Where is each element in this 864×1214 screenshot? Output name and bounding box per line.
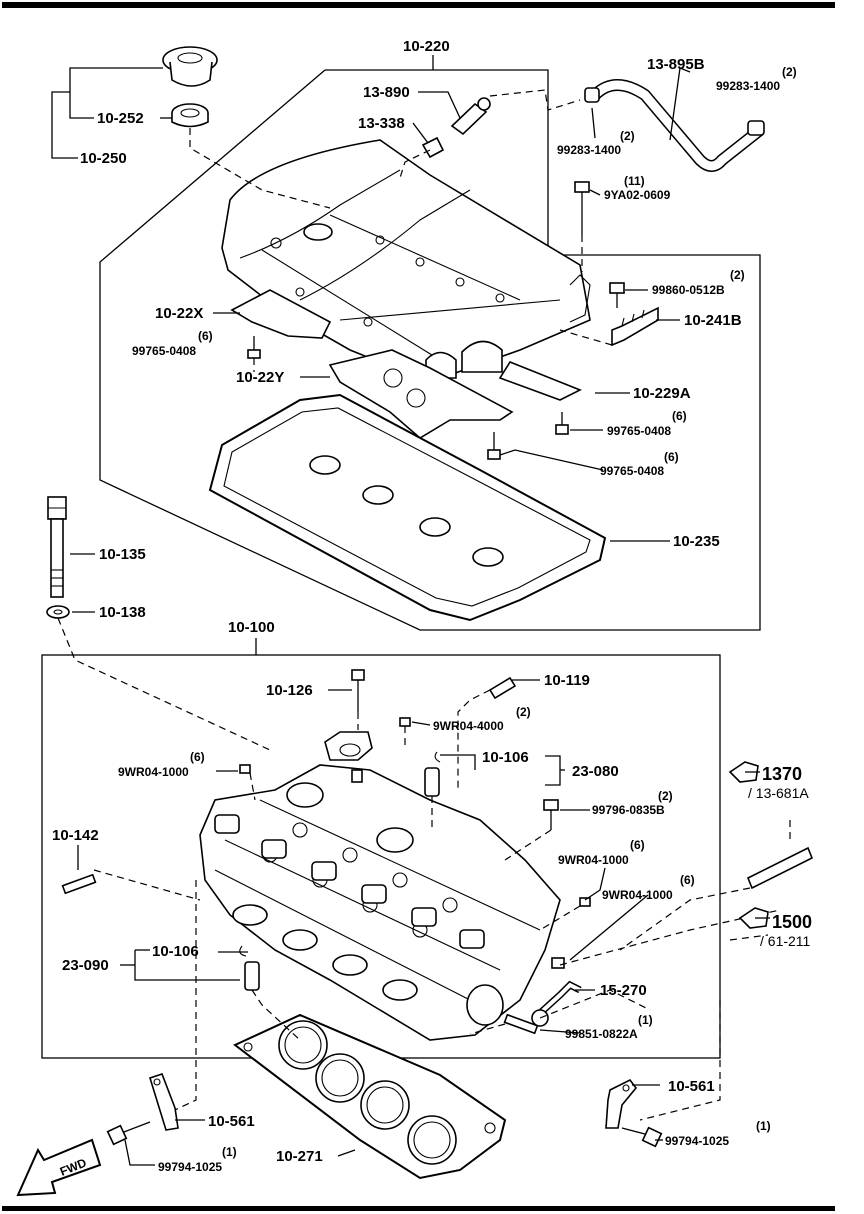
label-10-241B: 10-241B (684, 312, 742, 329)
bolt-99765-b (555, 412, 569, 435)
label-10-106-b: 10-106 (152, 943, 199, 960)
top-border (2, 2, 835, 8)
label-10-138: 10-138 (99, 604, 146, 621)
fwd-arrow-icon: FWD (16, 1138, 102, 1197)
lifter-upper (424, 751, 441, 797)
gasket-229A (498, 361, 582, 401)
label-10-250: 10-250 (80, 150, 127, 167)
baffle-plate-x (230, 289, 332, 339)
stud-10-142 (61, 873, 97, 895)
pcv-valve (421, 97, 491, 159)
bottom-border (2, 1206, 835, 1211)
label-99851-0822A: 99851-0822A (565, 1027, 638, 1041)
label-99283-1400-a: 99283-1400 (716, 79, 780, 93)
label-99794-1025-left: 99794-1025 (158, 1160, 222, 1174)
bolt-9WR04-1000-a (239, 764, 251, 774)
bolt-99765-c (487, 432, 501, 460)
label-10-135: 10-135 (99, 546, 146, 563)
qty-9YA02-0609: (11) (624, 174, 645, 188)
label-99765-0408-a: 99765-0408 (132, 344, 196, 358)
bolt-9WR04-4000 (399, 717, 411, 727)
camshaft-cap (324, 669, 373, 783)
qty-99765-0408-c: (6) (664, 450, 679, 464)
qty-99794-1025-right: (1) (756, 1119, 771, 1133)
label-15-270: 15-270 (600, 982, 647, 999)
label-99765-0408-b: 99765-0408 (607, 424, 671, 438)
label-13-895B: 13-895B (647, 56, 705, 73)
label-99765-0408-c: 99765-0408 (600, 464, 664, 478)
qty-9WR04-1000-b: (6) (630, 838, 645, 852)
qty-99794-1025-left: (1) (222, 1145, 237, 1159)
bolt-99796-0835B (543, 799, 559, 830)
ref-1370-sub: / 13-681A (748, 785, 809, 801)
label-13-890: 13-890 (363, 84, 410, 101)
hanger-bolt-left (106, 1121, 151, 1146)
label-99794-1025-right: 99794-1025 (665, 1134, 729, 1148)
hanger-bolt-right (621, 1126, 663, 1148)
qty-99283-1400-b: (2) (620, 129, 635, 143)
label-9WR04-1000-c: 9WR04-1000 (602, 888, 673, 902)
bolt-99765-a (247, 336, 261, 359)
pointing-hand-icon (738, 907, 770, 929)
qty-99860-0512B: (2) (730, 268, 745, 282)
ref-1500: 1500 (772, 912, 812, 932)
label-10-106-a: 10-106 (482, 749, 529, 766)
cylinder-head (199, 764, 561, 1041)
ref-1500-sub: / 61-211 (760, 933, 811, 949)
label-99283-1400-b: 99283-1400 (557, 143, 621, 157)
plug-10-119 (488, 676, 517, 700)
bolt-9WR04-1000-c (551, 957, 565, 969)
label-10-561-right: 10-561 (668, 1078, 715, 1095)
qty-99765-0408-b: (6) (672, 409, 687, 423)
bolt-9WR04-1000-b (579, 897, 591, 907)
label-13-338: 13-338 (358, 115, 405, 132)
head-gasket (233, 1013, 507, 1180)
label-10-561-left: 10-561 (208, 1113, 255, 1130)
cover-bolt (574, 181, 590, 272)
baffle-plate-y (328, 349, 514, 439)
pointing-hand-icon (728, 761, 760, 783)
breather-hose (584, 79, 765, 172)
head-bolt (47, 496, 67, 598)
label-10-220: 10-220 (403, 38, 450, 55)
label-23-080: 23-080 (572, 763, 619, 780)
external-pipe (746, 846, 814, 890)
label-99796-0835B: 99796-0835B (592, 803, 665, 817)
label-10-119: 10-119 (544, 672, 590, 689)
label-10-126: 10-126 (266, 682, 313, 699)
harness-bracket (609, 282, 659, 347)
label-10-229A: 10-229A (633, 385, 691, 402)
head-bolt-washer (46, 605, 70, 619)
qty-99283-1400-a: (2) (782, 65, 797, 79)
qty-9WR04-1000-a: (6) (190, 750, 205, 764)
label-10-235: 10-235 (673, 533, 720, 550)
water-pipe (531, 980, 582, 1027)
label-10-252: 10-252 (97, 110, 144, 127)
qty-99796-0835B: (2) (658, 789, 673, 803)
label-9WR04-4000: 9WR04-4000 (433, 719, 504, 733)
label-99860-0512B: 99860-0512B (652, 283, 725, 297)
cylinder-head-cover (221, 139, 591, 383)
oil-filler-cap (162, 46, 218, 128)
qty-9WR04-1000-c: (6) (680, 873, 695, 887)
stud-99851 (503, 1013, 539, 1035)
label-10-100: 10-100 (228, 619, 275, 636)
qty-99765-0408-a: (6) (198, 329, 213, 343)
label-9WR04-1000-a: 9WR04-1000 (118, 765, 189, 779)
cover-group-outline (99, 69, 761, 631)
label-10-142: 10-142 (52, 827, 99, 844)
label-23-090: 23-090 (62, 957, 109, 974)
engine-hanger-right (605, 1078, 638, 1129)
label-10-22Y: 10-22Y (236, 369, 284, 386)
label-9WR04-1000-b: 9WR04-1000 (558, 853, 629, 867)
qty-99851-0822A: (1) (638, 1013, 653, 1027)
label-9YA02-0609: 9YA02-0609 (604, 188, 671, 202)
head-cover-gasket (208, 393, 607, 622)
label-10-271: 10-271 (276, 1148, 323, 1165)
engine-hanger-left (149, 1072, 179, 1131)
ref-1370: 1370 (762, 764, 802, 784)
qty-9WR04-4000: (2) (516, 705, 531, 719)
label-10-22X: 10-22X (155, 305, 203, 322)
